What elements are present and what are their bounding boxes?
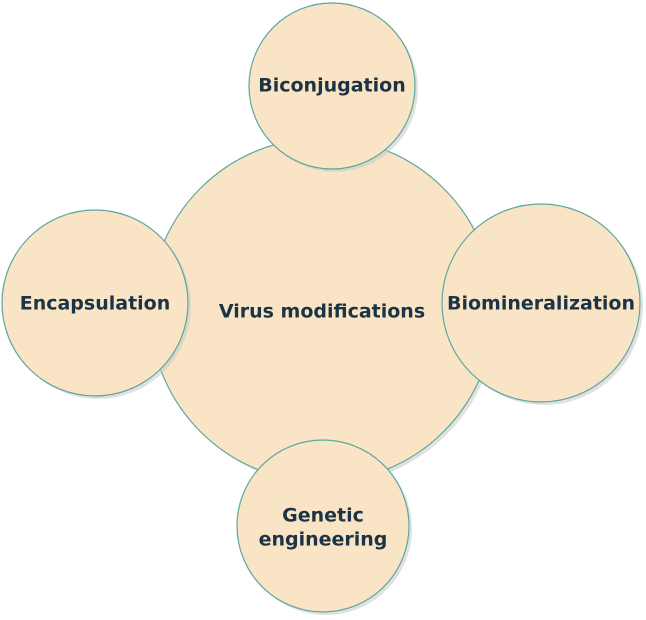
center-node-label: Virus modifications [219,301,425,323]
node-genetic-engineering-circle [236,439,410,613]
node-biomineralization: Biomineralization [441,203,643,405]
node-encapsulation-label: Encapsulation [20,293,171,315]
node-biomineralization-circle [441,203,641,403]
center-node: Virus modifications [149,137,497,485]
node-genetic-engineering: Genetic engineering [236,439,412,615]
node-encapsulation-circle [1,209,189,397]
node-biconjugation-circle [248,2,416,170]
node-biconjugation: Biconjugation [248,2,418,172]
node-encapsulation: Encapsulation [1,209,191,399]
node-genetic-engineering-label-line1: Genetic [282,505,364,527]
node-genetic-engineering-label-line2: engineering [259,529,388,551]
node-biomineralization-label: Biomineralization [447,293,635,315]
node-biconjugation-label: Biconjugation [258,75,405,97]
